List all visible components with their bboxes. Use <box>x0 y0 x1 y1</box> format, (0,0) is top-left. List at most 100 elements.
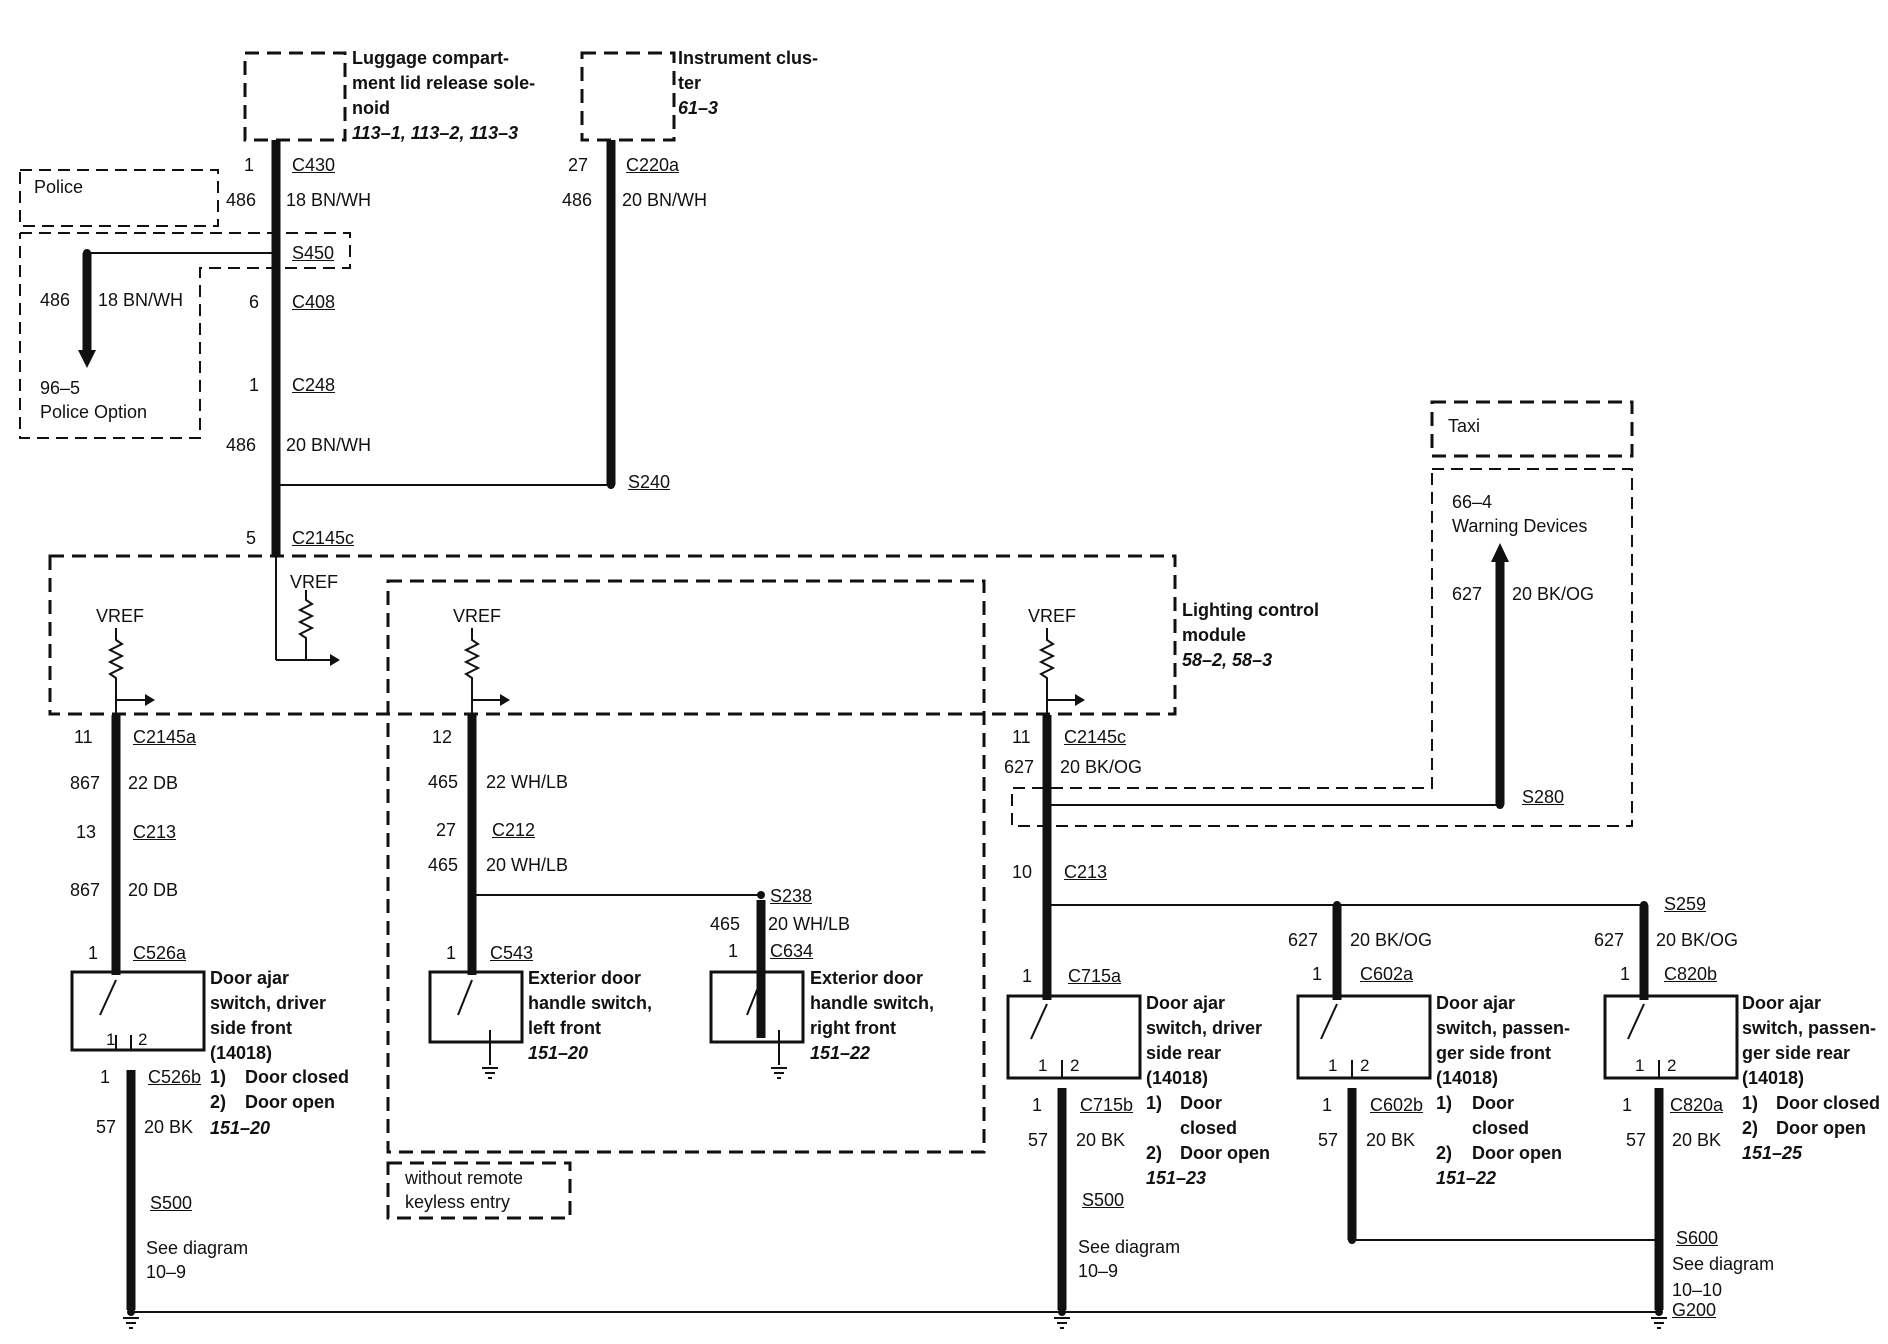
circuit-627-c: 627 <box>1288 930 1319 950</box>
circuit-465-b: 465 <box>428 855 459 875</box>
legend-door-c: Door <box>1472 1093 1514 1113</box>
connector-c213-a: C213 <box>133 822 177 842</box>
switch-box-driver-front <box>70 970 206 1052</box>
police-option-label: Police Option <box>40 402 148 422</box>
sw-pass-rear-ref: 151–25 <box>1742 1143 1803 1163</box>
connector-c212: C212 <box>492 820 536 840</box>
ground-symbol-2 <box>1054 1317 1070 1329</box>
sw-driver-front-4: (14018) <box>210 1043 273 1063</box>
luggage-title-3: noid <box>352 98 390 118</box>
luggage-solenoid-box <box>243 51 347 142</box>
switch-box-pass-rear <box>1603 994 1739 1080</box>
police-option-box <box>19 232 351 439</box>
sw-ext-right-2: handle switch, <box>810 993 935 1013</box>
connector-c634: C634 <box>770 941 814 961</box>
warning-label: Warning Devices <box>1452 516 1588 536</box>
wire-22db: 22 DB <box>128 773 179 793</box>
connector-c543: C543 <box>490 943 534 963</box>
sw-pass-front-3: ger side front <box>1436 1043 1552 1063</box>
sw-pass-rear-3: ger side rear <box>1742 1043 1851 1063</box>
luggage-title-2: ment lid release sole- <box>352 73 536 93</box>
ground-symbol-1 <box>123 1317 139 1329</box>
pin-c543: 1 <box>446 943 457 963</box>
sw-driver-rear-3: side rear <box>1146 1043 1222 1063</box>
sw-driver-rear-pin1: 1 <box>1038 1056 1048 1075</box>
legend-2-num-d: 2) <box>1742 1118 1759 1138</box>
splice-s240: S240 <box>628 472 671 492</box>
vref-4: VREF <box>1028 606 1077 626</box>
lcm-ref: 58–2, 58–3 <box>1182 650 1273 670</box>
switch-box-pass-front <box>1296 994 1432 1080</box>
circuit-57-a: 57 <box>96 1117 117 1137</box>
circuit-867-a: 867 <box>70 773 101 793</box>
taxi-label: Taxi <box>1448 416 1481 436</box>
wire-22whlb: 22 WH/LB <box>486 772 569 792</box>
sw-pass-front-4: (14018) <box>1436 1068 1499 1088</box>
splice-dot <box>83 249 91 257</box>
connector-c408: C408 <box>292 292 336 312</box>
pin-c526a: 1 <box>88 943 99 963</box>
wire-20bk-b: 20 BK <box>1076 1130 1126 1150</box>
circuit-465-a: 465 <box>428 772 459 792</box>
sw-ext-left-2: handle switch, <box>528 993 653 1013</box>
wire-20bk-d: 20 BK <box>1672 1130 1722 1150</box>
splice-s600: S600 <box>1676 1228 1719 1248</box>
connector-c602a: C602a <box>1360 964 1414 984</box>
warning-ref: 66–4 <box>1452 492 1493 512</box>
legend-2-num-a: 2) <box>210 1092 227 1112</box>
vref-3: VREF <box>453 606 502 626</box>
legend-open-d: Door open <box>1776 1118 1866 1138</box>
wire-20bk-c: 20 BK <box>1366 1130 1416 1150</box>
connector-c715a: C715a <box>1068 966 1122 986</box>
wire-18bnwh-a: 18 BN/WH <box>286 190 372 210</box>
circuit-57-c: 57 <box>1318 1130 1339 1150</box>
connector-c820b: C820b <box>1664 964 1718 984</box>
connector-c220a: C220a <box>626 155 680 175</box>
switch-box-ext-left <box>428 970 524 1044</box>
vref-2: VREF <box>96 606 145 626</box>
connector-c820a: C820a <box>1670 1095 1724 1115</box>
legend-open-c: Door open <box>1472 1143 1562 1163</box>
connector-c430: C430 <box>292 155 336 175</box>
legend-2-num-c: 2) <box>1436 1143 1453 1163</box>
pin-c2145a: 11 <box>74 727 93 747</box>
resistor-lcm-3 <box>463 628 481 700</box>
sw-pass-front-pin2: 2 <box>1360 1056 1370 1075</box>
circuit-627-d: 627 <box>1594 930 1625 950</box>
legend-closed-b: closed <box>1180 1118 1238 1138</box>
pin-c2145c-top: 5 <box>246 528 257 548</box>
sw-ext-right-ref: 151–22 <box>810 1043 871 1063</box>
sw-driver-rear-pin2: 2 <box>1070 1056 1080 1075</box>
see-diagram-a: See diagram <box>146 1238 249 1258</box>
sw-driver-front-pin1: 1 <box>106 1030 116 1049</box>
wire-20db: 20 DB <box>128 880 179 900</box>
police-box <box>19 169 219 227</box>
splice-s259: S259 <box>1664 894 1707 914</box>
resistor-lcm-2 <box>107 628 125 700</box>
splice-s238: S238 <box>770 886 813 906</box>
ground-symbol-5 <box>771 1067 787 1079</box>
connector-c526a: C526a <box>133 943 187 963</box>
circuit-486-b: 486 <box>40 290 71 310</box>
pin-c213-b: 10 <box>1012 862 1033 882</box>
ground-g200: G200 <box>1672 1300 1717 1320</box>
keyless-label-box <box>386 1161 572 1220</box>
legend-open-b: Door open <box>1180 1143 1270 1163</box>
taxi-region <box>1011 468 1633 827</box>
connector-c715b: C715b <box>1080 1095 1134 1115</box>
splice-s450: S450 <box>292 243 335 263</box>
resistor-lcm-1 <box>297 590 315 660</box>
pin-c602b: 1 <box>1322 1095 1333 1115</box>
sw-driver-front-3: side front <box>210 1018 293 1038</box>
cluster-title-1: Instrument clus- <box>678 48 819 68</box>
wire-20bkog-b: 20 BK/OG <box>1060 757 1143 777</box>
switch-box-ext-right <box>709 970 805 1044</box>
legend-open-a: Door open <box>245 1092 335 1112</box>
sw-ext-right-3: right front <box>810 1018 896 1038</box>
legend-1-num-d: 1) <box>1742 1093 1759 1113</box>
pin-c220a: 27 <box>568 155 589 175</box>
pin-c602a: 1 <box>1312 964 1323 984</box>
arrow-police-option <box>78 350 96 368</box>
police-label: Police <box>34 177 84 197</box>
